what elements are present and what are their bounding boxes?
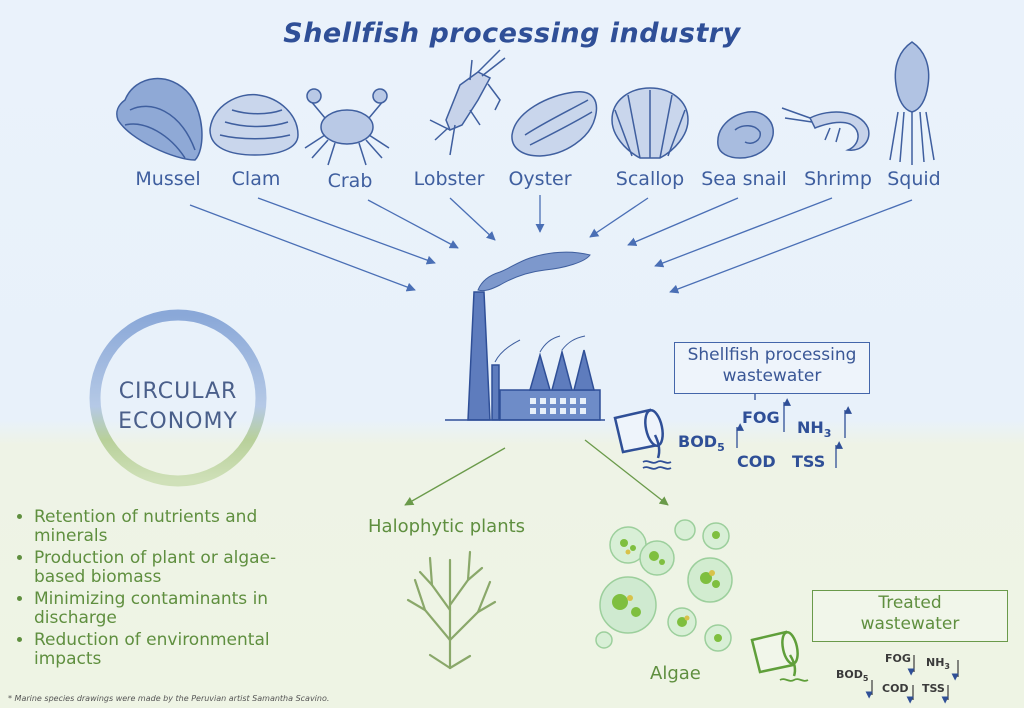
squid-icon	[889, 41, 935, 165]
param-down-arrows	[865, 655, 959, 704]
wastewater-pipe-icon	[613, 408, 672, 470]
species-arrows	[189, 195, 913, 294]
halophytic-plants-label: Halophytic plants	[368, 516, 526, 537]
crab-icon	[304, 88, 390, 166]
halophytic-plant-icon	[406, 550, 497, 670]
species-label-mussel: Mussel	[135, 168, 201, 190]
shrimp-icon	[781, 107, 870, 151]
species-label-oyster: Oyster	[508, 168, 572, 190]
circular-economy-line1: CIRCULAR	[118, 379, 238, 404]
species-label-clam: Clam	[231, 168, 281, 190]
treated-param-nh3: NH3	[926, 656, 950, 672]
factory-icon	[445, 291, 605, 421]
smoke-icon	[477, 251, 591, 363]
param-cod: COD	[737, 452, 776, 471]
lobster-icon	[429, 49, 506, 156]
treated-param-bod5: BOD5	[836, 668, 869, 684]
species-label-lobster: Lobster	[413, 168, 485, 190]
benefit-item: Production of plant or algae-based bioma…	[34, 549, 364, 587]
treated-param-fog: FOG	[885, 652, 911, 665]
mussel-icon	[116, 78, 203, 161]
oyster-icon	[511, 91, 598, 157]
scallop-icon	[611, 87, 689, 159]
circular-economy-label: CIRCULAR ECONOMY	[98, 377, 258, 437]
circular-economy-ring	[89, 309, 267, 487]
algae-label: Algae	[650, 663, 701, 684]
algae-icon	[595, 519, 733, 652]
param-fog: FOG	[742, 408, 780, 427]
param-tss: TSS	[792, 452, 826, 471]
param-bod5: BOD5	[678, 432, 725, 455]
param-nh3: NH3	[797, 418, 832, 441]
sea-snail-icon	[717, 111, 774, 159]
circular-economy-line2: ECONOMY	[118, 409, 238, 434]
treated-param-tss: TSS	[922, 682, 945, 695]
species-label-shrimp: Shrimp	[804, 168, 872, 190]
species-label-squid: Squid	[887, 168, 941, 190]
treated-wastewater-box: Treated wastewater	[812, 590, 1008, 642]
species-label-sea-snail: Sea snail	[701, 168, 787, 190]
footnote: * Marine species drawings were made by t…	[8, 694, 330, 703]
treated-param-cod: COD	[882, 682, 909, 695]
wastewater-box: Shellfish processing wastewater	[674, 342, 870, 394]
species-label-crab: Crab	[327, 170, 373, 192]
clam-icon	[209, 93, 299, 156]
diagram-title: Shellfish processing industry	[283, 18, 741, 49]
treatment-arrows	[404, 439, 669, 506]
species-label-scallop: Scallop	[615, 168, 685, 190]
treated-pipe-icon	[750, 630, 809, 682]
